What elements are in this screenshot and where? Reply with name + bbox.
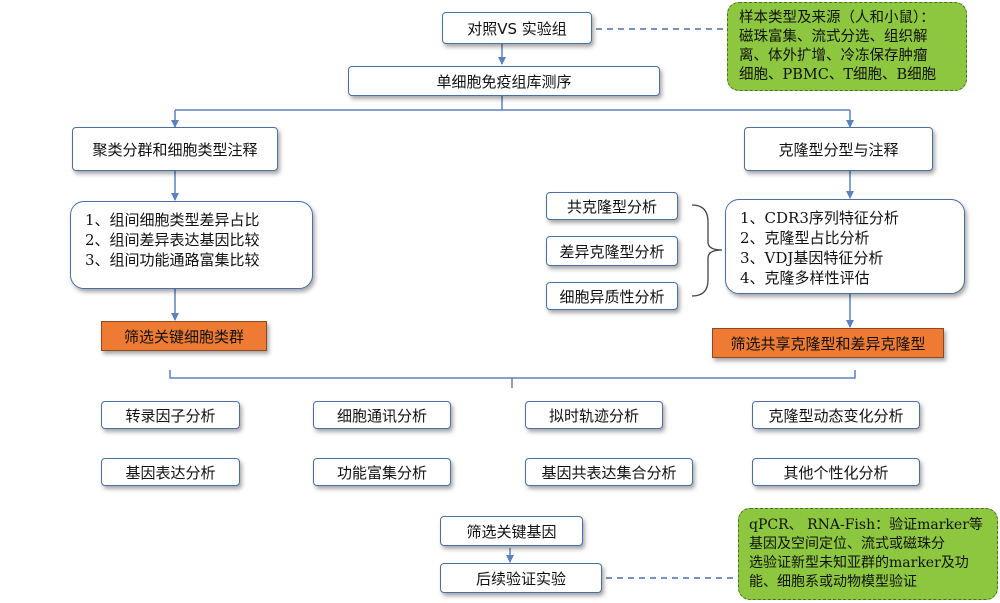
pseudotime-box: 拟时轨迹分析 <box>525 401 663 429</box>
validation-note: qPCR、 RNA-Fish：验证marker等 基因及空间定位、流式或磁珠分 … <box>738 508 998 600</box>
list-item: 2、克隆型占比分析 <box>740 229 870 247</box>
clustering-annotation-box: 聚类分群和细胞类型注释 <box>72 127 278 171</box>
note-line: 磁珠富集、流式分选、组织解 <box>739 29 928 45</box>
custom-analysis-box: 其他个性化分析 <box>752 458 920 486</box>
note-line: 基因及空间定位、流式或磁珠分 <box>749 536 945 552</box>
function-enrichment-box: 功能富集分析 <box>313 458 451 486</box>
list-item: 4、克隆多样性评估 <box>740 269 870 287</box>
list-item: 2、组间差异表达基因比较 <box>85 231 260 249</box>
note-line: 样本类型及来源（人和小鼠）： <box>739 10 935 26</box>
list-item: 1、CDR3序列特征分析 <box>740 209 899 227</box>
gene-expression-box: 基因表达分析 <box>101 458 240 486</box>
sample-source-note: 样本类型及来源（人和小鼠）： 磁珠富集、流式分选、组织解 离、体外扩增、冷冻保存… <box>727 2 967 91</box>
compare-box: 对照VS 实验组 <box>442 12 592 44</box>
left-analysis-list: 1、组间细胞类型差异占比 2、组间差异表达基因比较 3、组间功能通路富集比较 <box>70 201 313 289</box>
list-item: 3、组间功能通路富集比较 <box>85 251 260 269</box>
note-line: 能、细胞系或动物模型验证 <box>749 574 917 590</box>
select-key-cell-box: 筛选关键细胞类群 <box>101 321 267 351</box>
select-key-gene-box: 筛选关键基因 <box>440 516 583 546</box>
note-line: 细胞、PBMC、T细胞、B细胞 <box>739 67 937 83</box>
clonotype-annotation-box: 克隆型分型与注释 <box>744 127 933 171</box>
tf-analysis-box: 转录因子分析 <box>101 401 240 429</box>
coexpression-box: 基因共表达集合分析 <box>525 458 693 486</box>
sequencing-box: 单细胞免疫组库测序 <box>348 66 660 96</box>
note-line: qPCR、 RNA-Fish：验证marker等 <box>749 517 983 533</box>
list-item: 3、VDJ基因特征分析 <box>740 249 884 267</box>
cell-heterogeneity-box: 细胞异质性分析 <box>546 282 678 310</box>
list-item: 1、组间细胞类型差异占比 <box>85 211 260 229</box>
clonotype-dynamics-box: 克隆型动态变化分析 <box>752 401 920 429</box>
cell-communication-box: 细胞通讯分析 <box>313 401 451 429</box>
validation-box: 后续验证实验 <box>440 563 602 593</box>
diff-clonotype-box: 差异克隆型分析 <box>546 236 678 266</box>
select-clonotype-box: 筛选共享克隆型和差异克隆型 <box>712 328 944 358</box>
right-analysis-list: 1、CDR3序列特征分析 2、克隆型占比分析 3、VDJ基因特征分析 4、克隆多… <box>725 199 965 294</box>
note-line: 离、体外扩增、冷冻保存肿瘤 <box>739 48 928 64</box>
co-clonotype-box: 共克隆型分析 <box>546 192 678 220</box>
note-line: 选验证新型未知亚群的marker及功 <box>749 555 969 571</box>
